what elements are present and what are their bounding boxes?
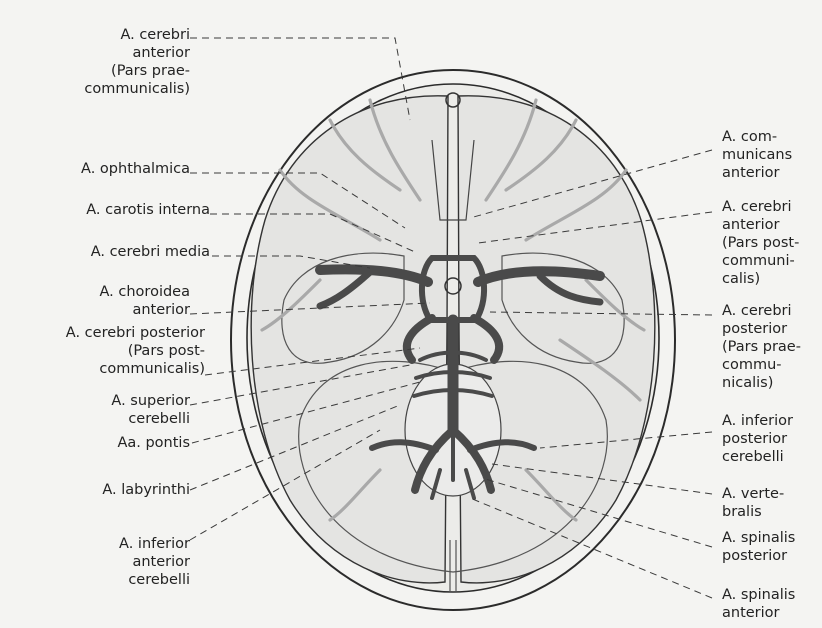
label-line: A. spinalis xyxy=(722,586,795,604)
label-labyrinthi: A. labyrinthi xyxy=(102,481,190,499)
label-line: commu- xyxy=(722,356,801,374)
label-line: A. spinalis xyxy=(722,529,795,547)
label-superior-cerebelli: A. superior cerebelli xyxy=(111,392,190,428)
label-line: cerebelli xyxy=(119,571,190,589)
label-vertebralis: A. verte- bralis xyxy=(722,485,784,521)
label-line: A. carotis interna xyxy=(86,201,210,219)
label-line: A. labyrinthi xyxy=(102,481,190,499)
label-line: anterior xyxy=(100,301,190,319)
label-line: A. choroidea xyxy=(100,283,190,301)
label-cerebri-anterior-post: A. cerebri anterior (Pars post- communi-… xyxy=(722,198,799,288)
label-pontis: Aa. pontis xyxy=(117,434,190,452)
label-line: A. cerebri posterior xyxy=(66,324,205,342)
label-line: bralis xyxy=(722,503,784,521)
label-line: A. superior xyxy=(111,392,190,410)
label-spinalis-anterior: A. spinalis anterior xyxy=(722,586,795,622)
label-line: anterior xyxy=(722,164,792,182)
label-line: communicalis) xyxy=(84,80,190,98)
label-line: A. cerebri xyxy=(84,26,190,44)
label-communicans-anterior: A. com- municans anterior xyxy=(722,128,792,182)
label-cerebri-media: A. cerebri media xyxy=(91,243,210,261)
label-carotis-interna: A. carotis interna xyxy=(86,201,210,219)
label-line: A. com- xyxy=(722,128,792,146)
label-line: (Pars post- xyxy=(722,234,799,252)
label-line: anterior xyxy=(119,553,190,571)
label-cerebri-anterior-prae: A. cerebri anterior (Pars prae- communic… xyxy=(84,26,190,98)
label-inferior-anterior-cerebelli: A. inferior anterior cerebelli xyxy=(119,535,190,589)
label-line: cerebelli xyxy=(111,410,190,428)
label-line: calis) xyxy=(722,270,799,288)
label-inferior-posterior-cerebelli: A. inferior posterior cerebelli xyxy=(722,412,793,466)
label-spinalis-posterior: A. spinalis posterior xyxy=(722,529,795,565)
label-cerebri-posterior-prae: A. cerebri posterior (Pars prae- commu- … xyxy=(722,302,801,392)
label-line: anterior xyxy=(722,216,799,234)
label-line: posterior xyxy=(722,320,801,338)
label-line: nicalis) xyxy=(722,374,801,392)
label-choroidea-anterior: A. choroidea anterior xyxy=(100,283,190,319)
label-line: A. inferior xyxy=(722,412,793,430)
label-line: posterior xyxy=(722,547,795,565)
label-line: municans xyxy=(722,146,792,164)
label-line: A. cerebri media xyxy=(91,243,210,261)
label-line: posterior xyxy=(722,430,793,448)
label-line: A. cerebri xyxy=(722,302,801,320)
label-line: communi- xyxy=(722,252,799,270)
label-cerebri-posterior-post: A. cerebri posterior (Pars post- communi… xyxy=(66,324,205,378)
label-line: A. ophthalmica xyxy=(81,160,190,178)
label-line: A. inferior xyxy=(119,535,190,553)
label-ophthalmica: A. ophthalmica xyxy=(81,160,190,178)
label-line: A. verte- xyxy=(722,485,784,503)
label-line: (Pars prae- xyxy=(84,62,190,80)
label-line: A. cerebri xyxy=(722,198,799,216)
label-line: (Pars prae- xyxy=(722,338,801,356)
label-line: cerebelli xyxy=(722,448,793,466)
label-line: anterior xyxy=(84,44,190,62)
label-line: Aa. pontis xyxy=(117,434,190,452)
label-line: communicalis) xyxy=(66,360,205,378)
label-line: anterior xyxy=(722,604,795,622)
label-line: (Pars post- xyxy=(66,342,205,360)
